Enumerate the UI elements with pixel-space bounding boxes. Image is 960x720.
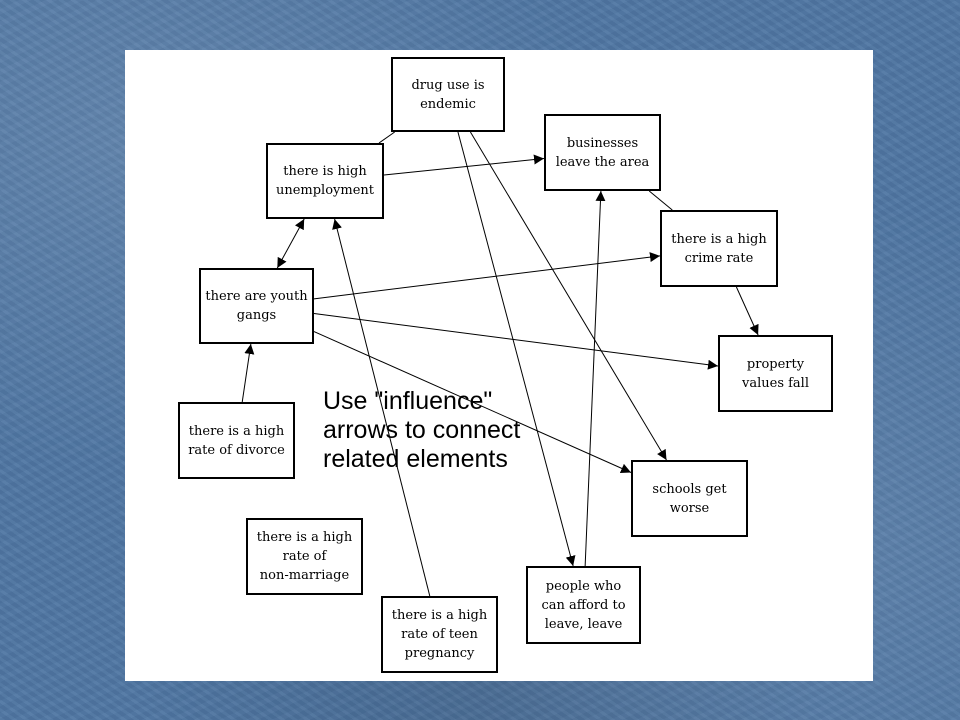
link-drug-use-to-unemployment bbox=[378, 131, 395, 144]
link-unemployment-to-businesses bbox=[383, 154, 545, 176]
link-afford-leave-to-businesses bbox=[584, 190, 606, 567]
node-high-crime-rate[interactable]: there is a high crime rate bbox=[660, 210, 778, 287]
link-drug-use-to-afford-leave bbox=[457, 131, 576, 567]
link-unemployment-to-youth-gangs bbox=[276, 218, 305, 269]
node-schools-worse[interactable]: schools get worse bbox=[631, 460, 748, 537]
link-crime-to-property bbox=[735, 286, 759, 336]
node-non-marriage[interactable]: there is a high rate of non-marriage bbox=[246, 518, 363, 595]
node-high-unemployment[interactable]: there is high unemployment bbox=[266, 143, 384, 219]
link-businesses-to-crime bbox=[648, 190, 673, 211]
instruction-text: Use "influence" arrows to connect relate… bbox=[323, 387, 521, 473]
link-teen-pregnancy-to-unemployment bbox=[332, 218, 431, 597]
node-youth-gangs[interactable]: there are youth gangs bbox=[199, 268, 314, 344]
node-teen-pregnancy[interactable]: there is a high rate of teen pregnancy bbox=[381, 596, 498, 673]
link-youth-gangs-to-crime bbox=[313, 252, 661, 300]
link-drug-use-to-schools bbox=[469, 131, 667, 461]
node-drug-use[interactable]: drug use is endemic bbox=[391, 57, 505, 132]
node-businesses-leave[interactable]: businesses leave the area bbox=[544, 114, 661, 191]
link-youth-gangs-to-schools bbox=[313, 331, 632, 473]
link-divorce-to-youth-gangs bbox=[241, 343, 255, 403]
diagram-canvas: drug use is endemic businesses leave the… bbox=[125, 50, 873, 681]
node-afford-to-leave[interactable]: people who can afford to leave, leave bbox=[526, 566, 641, 644]
node-high-divorce[interactable]: there is a high rate of divorce bbox=[178, 402, 295, 479]
node-property-values[interactable]: property values fall bbox=[718, 335, 833, 412]
influence-arrows bbox=[241, 131, 759, 597]
link-youth-gangs-to-property bbox=[313, 312, 719, 370]
